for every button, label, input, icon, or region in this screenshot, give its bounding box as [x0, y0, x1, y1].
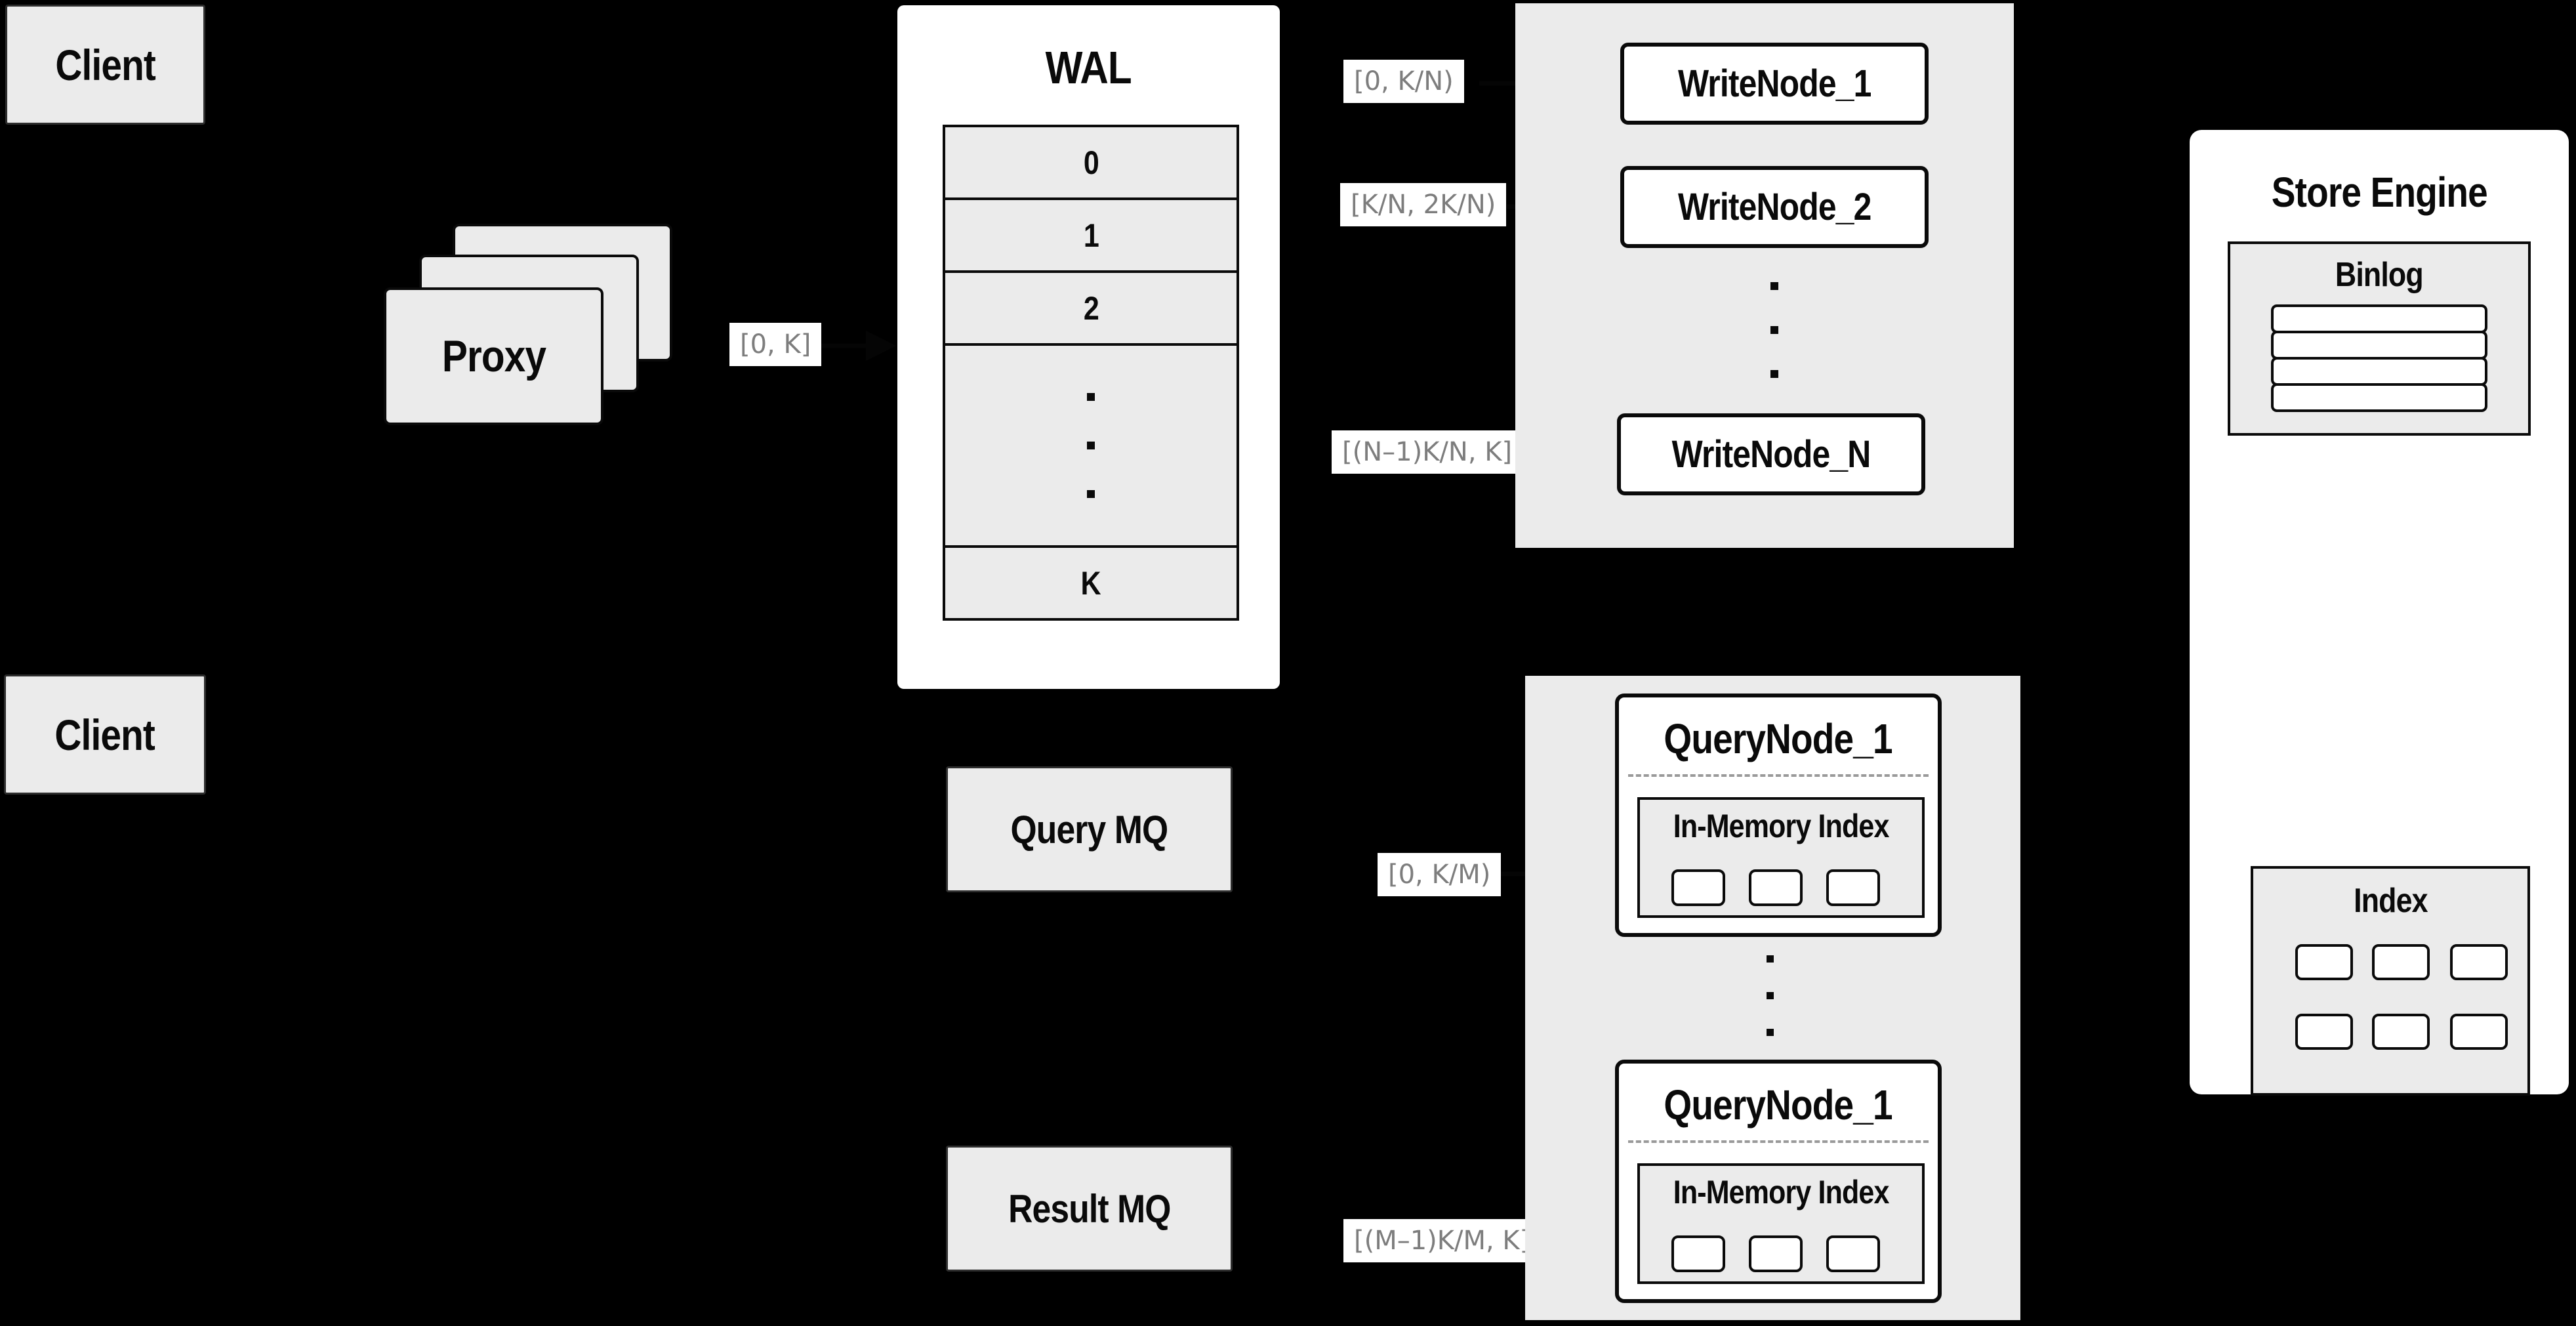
- binlog-title-wrap: Binlog: [2230, 252, 2528, 298]
- querynode-2-box: QueryNode_1 In-Memory Index: [1615, 1060, 1942, 1303]
- wal-row: 0: [943, 125, 1239, 200]
- wal-row: K: [943, 545, 1239, 621]
- ellipsis-dot-icon: [1767, 955, 1774, 963]
- client-top-label: Client: [55, 40, 155, 89]
- dashed-divider: [1628, 774, 1929, 777]
- proxy-label: Proxy: [441, 331, 546, 381]
- querynode-1-title: QueryNode_1: [1664, 715, 1893, 762]
- wal-row: 1: [943, 197, 1239, 273]
- index-segment: [2295, 1014, 2353, 1050]
- wal-row-label: K: [1080, 564, 1101, 602]
- writenode-2-label: WriteNode_2: [1677, 186, 1871, 228]
- writenode-1-box: WriteNode_1: [1620, 43, 1929, 125]
- wal-row-label: 0: [1083, 144, 1099, 181]
- client-bottom-label: Client: [54, 710, 155, 759]
- wal-row-label: 2: [1083, 289, 1099, 327]
- client-node-top: Client: [5, 5, 205, 125]
- memory-segment: [1671, 1235, 1725, 1272]
- ellipsis-dot-icon: [1767, 1029, 1774, 1036]
- wal-title: WAL: [1045, 42, 1132, 93]
- memory-segment: [1826, 1235, 1880, 1272]
- ellipsis-dots-icon: [1087, 386, 1095, 505]
- dashed-divider: [1628, 1140, 1929, 1143]
- query-mq-box: Query MQ: [946, 766, 1233, 892]
- in-memory-index-box-2: In-Memory Index: [1637, 1163, 1925, 1284]
- client-node-bottom: Client: [4, 674, 206, 795]
- range-chip-querynode-2: [(M–1)K/M, K]: [1343, 1219, 1541, 1262]
- range-chip-querynode-1: [0, K/M): [1378, 853, 1502, 896]
- in-memory-index-title: In-Memory Index: [1673, 808, 1890, 844]
- ellipsis-dot-icon: [1770, 282, 1778, 290]
- index-segment: [2295, 944, 2353, 980]
- wal-row-label: 1: [1083, 217, 1099, 254]
- in-memory-index-title-wrap: In-Memory Index: [1640, 1171, 1922, 1213]
- index-segment: [2372, 1014, 2430, 1050]
- binlog-title: Binlog: [2335, 256, 2424, 294]
- in-memory-index-title: In-Memory Index: [1673, 1174, 1890, 1211]
- querynode-2-title: QueryNode_1: [1664, 1081, 1893, 1129]
- in-memory-index-box-1: In-Memory Index: [1637, 797, 1925, 918]
- writenode-1-label: WriteNode_1: [1677, 62, 1871, 105]
- querynode-1-title-wrap: QueryNode_1: [1619, 715, 1938, 762]
- binlog-segment: [2271, 357, 2487, 386]
- wal-row-ellipsis: [943, 343, 1239, 548]
- memory-segment: [1671, 869, 1725, 906]
- index-segment: [2372, 944, 2430, 980]
- ellipsis-dot-icon: [1770, 326, 1778, 334]
- arrow-proxy-to-wal-icon: [821, 331, 896, 361]
- index-title-wrap: Index: [2253, 878, 2527, 924]
- memory-segment: [1749, 869, 1803, 906]
- binlog-segment: [2271, 304, 2487, 333]
- binlog-segment: [2271, 331, 2487, 360]
- wal-row: 2: [943, 270, 1239, 346]
- binlog-box: Binlog: [2228, 241, 2531, 436]
- querynode-1-box: QueryNode_1 In-Memory Index: [1615, 694, 1942, 937]
- query-mq-label: Query MQ: [1010, 807, 1169, 852]
- querynode-2-title-wrap: QueryNode_1: [1619, 1081, 1938, 1129]
- memory-segment: [1826, 869, 1880, 906]
- store-engine-title-wrap: Store Engine: [2190, 156, 2569, 228]
- wal-title-wrap: WAL: [897, 31, 1280, 104]
- binlog-segments: [2271, 304, 2487, 412]
- result-mq-label: Result MQ: [1008, 1186, 1171, 1231]
- range-chip-ingest: [0, K]: [729, 323, 822, 366]
- index-title: Index: [2353, 882, 2428, 920]
- binlog-segment: [2271, 383, 2487, 412]
- result-mq-box: Result MQ: [946, 1146, 1233, 1272]
- proxy-node: Proxy: [384, 287, 603, 425]
- writenode-n-box: WriteNode_N: [1617, 413, 1925, 495]
- store-engine-title: Store Engine: [2271, 169, 2487, 216]
- memory-segment: [1749, 1235, 1803, 1272]
- wal-log-table: 0 1 2 K: [943, 125, 1239, 621]
- wal-panel: WAL 0 1 2 K: [897, 5, 1280, 689]
- range-chip-writenode-n: [(N–1)K/N, K]: [1332, 430, 1523, 474]
- ellipsis-dot-icon: [1767, 992, 1774, 999]
- range-chip-writenode-1: [0, K/N): [1343, 60, 1464, 103]
- in-memory-index-title-wrap: In-Memory Index: [1640, 805, 1922, 847]
- index-box: Index: [2251, 866, 2530, 1096]
- range-chip-writenode-2: [K/N, 2K/N): [1340, 183, 1507, 226]
- writenode-n-label: WriteNode_N: [1671, 433, 1871, 476]
- ellipsis-dot-icon: [1770, 370, 1778, 378]
- store-engine-panel: Store Engine Binlog Index: [2190, 130, 2569, 1096]
- index-segment: [2450, 1014, 2508, 1050]
- writenode-2-box: WriteNode_2: [1620, 166, 1929, 248]
- index-segment: [2450, 944, 2508, 980]
